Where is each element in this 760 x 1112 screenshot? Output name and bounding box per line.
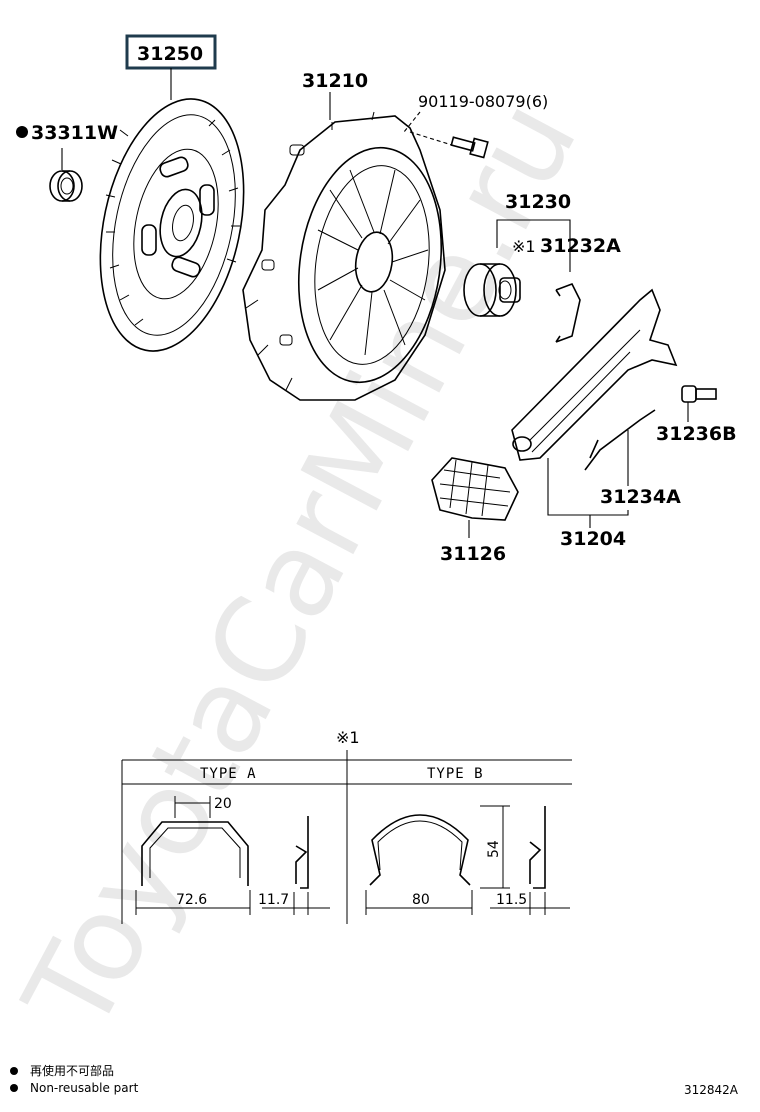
part-label-31232A: 31232A (540, 235, 621, 257)
type-a-clip-drawing (141, 816, 309, 889)
clip-drawing (555, 282, 581, 343)
bolt-drawing (450, 136, 489, 159)
part-label-31250: 31250 (137, 43, 203, 65)
type-a-header: TYPE A (200, 766, 257, 782)
dim-b-height: 54 (486, 840, 502, 858)
dim-b-side: 11.5 (496, 892, 527, 908)
part-label-31236B: 31236B (656, 423, 737, 445)
part-label-31234A: 31234A (600, 486, 681, 508)
part-label-31230: 31230 (505, 191, 571, 213)
diagram-id: 312842A (684, 1083, 739, 1097)
type-b-clip-drawing (369, 806, 546, 889)
fork-spring-drawing (584, 409, 656, 471)
dim-a-top: 20 (214, 796, 232, 812)
detail-table (121, 750, 572, 924)
dim-a-side: 11.7 (258, 892, 289, 908)
release-bearing-drawing (463, 263, 521, 317)
part-label-31126: 31126 (440, 543, 506, 565)
non-reusable-dot (16, 126, 28, 138)
dim-b-width: 80 (412, 892, 430, 908)
dim-a-width: 72.6 (176, 892, 207, 908)
legend-dot-jp (10, 1067, 18, 1075)
clutch-cover-drawing (242, 111, 446, 401)
part-label-33311W: 33311W (31, 122, 118, 144)
clutch-disc-drawing (99, 98, 245, 352)
part-label-90119-08079: 90119-08079(6) (418, 92, 548, 111)
legend-en: Non-reusable part (30, 1081, 139, 1095)
legend-jp: 再使用不可部品 (30, 1063, 114, 1078)
detail-ref-mark: ※1 (336, 728, 360, 747)
release-fork-drawing (511, 288, 678, 461)
part-label-31210: 31210 (302, 70, 368, 92)
part-label-31204: 31204 (560, 528, 626, 550)
clip-note-mark: ※1 (512, 237, 536, 256)
legend-dot-en (10, 1084, 18, 1092)
boot-drawing (431, 457, 519, 521)
pilot-bearing-drawing (49, 170, 83, 202)
pivot-drawing (681, 385, 717, 403)
type-b-header: TYPE B (427, 766, 484, 782)
